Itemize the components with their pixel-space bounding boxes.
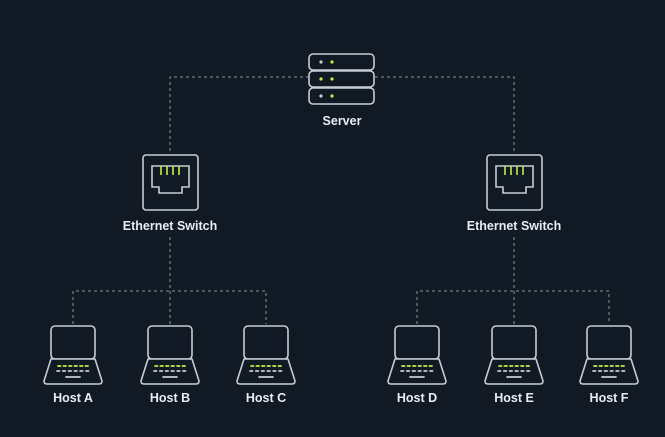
server-led-icons	[319, 60, 334, 98]
connector-bus-right	[416, 290, 610, 324]
server-label: Server	[323, 114, 362, 128]
host-node: Host B	[140, 325, 200, 405]
switch-right-node: Ethernet Switch	[467, 154, 561, 233]
host-label: Host A	[53, 391, 93, 405]
server-rack-icon	[308, 53, 375, 105]
laptop-icon	[484, 325, 544, 385]
host-label: Host F	[590, 391, 629, 405]
connector-server-switch-right	[375, 76, 515, 155]
host-node: Host D	[387, 325, 447, 405]
ethernet-port-icon	[486, 154, 543, 211]
switch-left-node: Ethernet Switch	[123, 154, 217, 233]
host-node: Host E	[484, 325, 544, 405]
ethernet-port-icon	[142, 154, 199, 211]
host-label: Host E	[494, 391, 534, 405]
host-label: Host D	[397, 391, 437, 405]
host-node: Host F	[579, 325, 639, 405]
host-label: Host C	[246, 391, 286, 405]
connector-server-switch-left	[169, 76, 309, 155]
host-node: Host A	[43, 325, 103, 405]
switch-right-label: Ethernet Switch	[467, 219, 561, 233]
server-node: Server	[308, 53, 375, 128]
connector-bus-left	[72, 290, 267, 324]
laptop-icon	[140, 325, 200, 385]
switch-left-label: Ethernet Switch	[123, 219, 217, 233]
hosts: Host A Host B Host C Host D Host E Host F	[43, 325, 639, 405]
laptop-icon	[579, 325, 639, 385]
host-label: Host B	[150, 391, 190, 405]
laptop-icon	[43, 325, 103, 385]
host-node: Host C	[236, 325, 296, 405]
connectors	[72, 76, 610, 324]
laptop-icon	[236, 325, 296, 385]
laptop-icon	[387, 325, 447, 385]
